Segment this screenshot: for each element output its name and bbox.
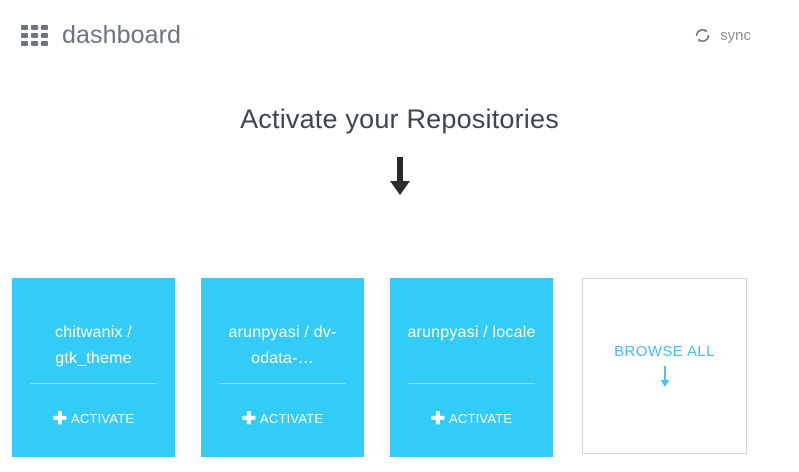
grid-cell bbox=[41, 32, 48, 38]
activate-button[interactable]: ✚ ACTIVATE bbox=[201, 410, 364, 427]
hero-arrow-down-icon bbox=[0, 157, 799, 197]
activate-label: ACTIVATE bbox=[449, 411, 513, 426]
repository-name: arunpyasi / dv-odata-… bbox=[228, 324, 337, 367]
card-divider bbox=[219, 383, 346, 384]
grid-cell bbox=[41, 40, 48, 46]
hero-title: Activate your Repositories bbox=[240, 104, 559, 134]
grid-cell bbox=[31, 24, 38, 30]
repository-card-list: chitwanix / gtk_theme ✚ ACTIVATE arunpya… bbox=[12, 278, 787, 457]
grid-cell bbox=[21, 40, 28, 46]
grid-cell bbox=[31, 32, 38, 38]
plus-icon: ✚ bbox=[430, 409, 445, 428]
app-header: dashboard sync bbox=[0, 0, 799, 70]
sync-icon bbox=[694, 27, 711, 44]
grid-cell bbox=[21, 24, 28, 30]
plus-icon: ✚ bbox=[52, 409, 67, 428]
repository-name: arunpyasi / locale bbox=[407, 324, 536, 341]
activate-label: ACTIVATE bbox=[260, 411, 324, 426]
page-title: dashboard bbox=[62, 20, 182, 49]
repository-card[interactable]: arunpyasi / locale ✚ ACTIVATE bbox=[390, 278, 553, 457]
hero-section: Activate your Repositories bbox=[0, 103, 799, 197]
activate-button[interactable]: ✚ ACTIVATE bbox=[390, 410, 553, 427]
activate-label: ACTIVATE bbox=[71, 411, 135, 426]
repository-card[interactable]: arunpyasi / dv-odata-… ✚ ACTIVATE bbox=[201, 278, 364, 457]
activate-button[interactable]: ✚ ACTIVATE bbox=[12, 410, 175, 427]
sync-label: sync bbox=[720, 26, 751, 44]
header-left-group: dashboard bbox=[20, 20, 182, 49]
repository-name: chitwanix / gtk_theme bbox=[55, 324, 132, 367]
sync-button[interactable]: sync bbox=[694, 27, 779, 44]
browse-all-label: BROWSE ALL bbox=[614, 343, 715, 360]
card-divider bbox=[408, 383, 535, 384]
card-divider bbox=[30, 383, 157, 384]
plus-icon: ✚ bbox=[241, 409, 256, 428]
browse-all-card[interactable]: BROWSE ALL bbox=[582, 278, 747, 454]
grid-cell bbox=[31, 40, 38, 46]
grid-cell bbox=[41, 24, 48, 30]
repository-card[interactable]: chitwanix / gtk_theme ✚ ACTIVATE bbox=[12, 278, 175, 457]
grid-menu-icon[interactable] bbox=[21, 24, 48, 46]
browse-arrow-down-icon bbox=[658, 366, 672, 388]
grid-cell bbox=[21, 32, 28, 38]
